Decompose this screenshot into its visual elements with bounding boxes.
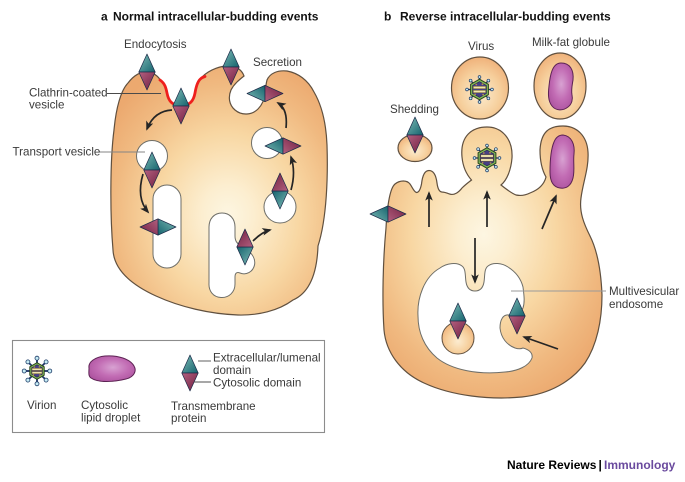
svg-text:|: |: [599, 458, 602, 472]
svg-text:Shedding: Shedding: [390, 103, 439, 116]
svg-text:Milk-fat globule: Milk-fat globule: [532, 36, 610, 49]
svg-text:endosome: endosome: [609, 298, 663, 311]
svg-text:Extracellular/lumenal: Extracellular/lumenal: [213, 352, 321, 365]
svg-text:b: b: [384, 10, 391, 24]
svg-text:vesicle: vesicle: [29, 99, 64, 112]
svg-text:Multivesicular: Multivesicular: [609, 285, 679, 298]
svg-text:Immunology: Immunology: [604, 458, 676, 472]
svg-text:Nature Reviews: Nature Reviews: [507, 458, 597, 472]
svg-text:domain: domain: [213, 364, 251, 377]
svg-text:a: a: [101, 10, 108, 24]
svg-text:Transport vesicle: Transport vesicle: [13, 146, 101, 159]
svg-text:protein: protein: [171, 412, 206, 425]
svg-text:Transmembrane: Transmembrane: [171, 400, 256, 413]
svg-text:Cytosolic: Cytosolic: [81, 399, 128, 412]
svg-text:Virus: Virus: [468, 40, 494, 53]
svg-text:Virion: Virion: [27, 399, 56, 412]
svg-text:Secretion: Secretion: [253, 56, 302, 69]
svg-text:Normal intracellular-budding e: Normal intracellular-budding events: [113, 10, 319, 24]
svg-text:Endocytosis: Endocytosis: [124, 38, 187, 51]
svg-text:Reverse intracellular-budding: Reverse intracellular-budding events: [400, 10, 611, 24]
svg-text:Clathrin-coated: Clathrin-coated: [29, 87, 108, 100]
svg-text:Cytosolic domain: Cytosolic domain: [213, 377, 301, 390]
svg-text:lipid droplet: lipid droplet: [81, 412, 141, 425]
